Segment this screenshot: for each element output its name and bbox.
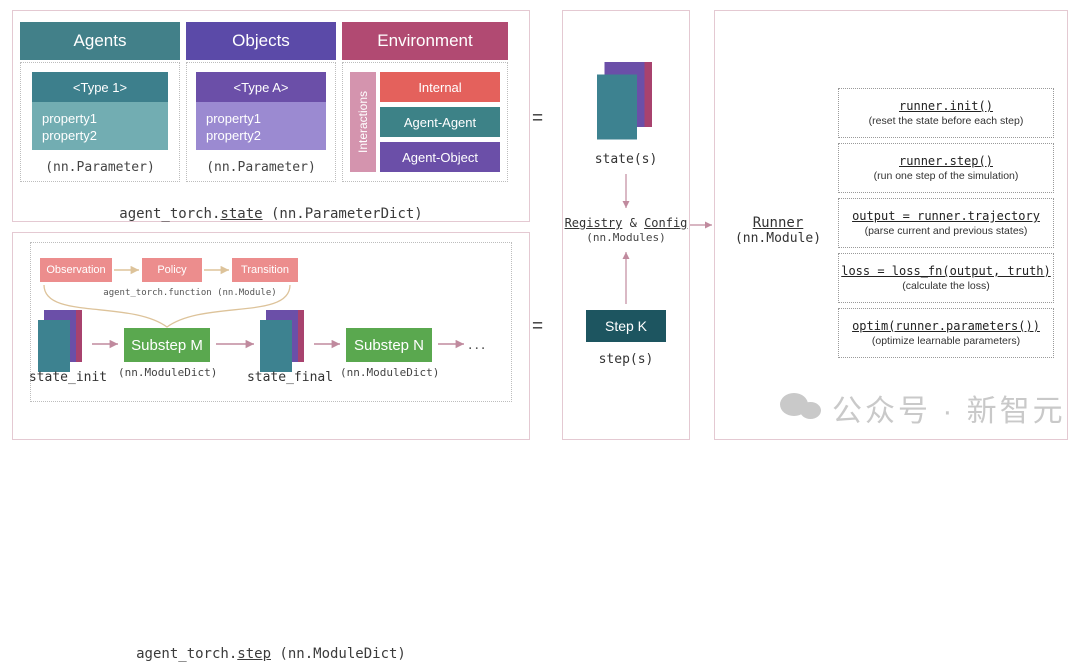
runner-subtitle: (nn.Module) xyxy=(734,231,822,246)
agents-type-header: <Type 1> xyxy=(32,72,168,102)
runner-box-step-title: runner.step() xyxy=(899,154,993,168)
agents-column-region xyxy=(20,62,180,182)
interaction-agent-agent: Agent-Agent xyxy=(380,107,500,137)
step-inner-region xyxy=(30,242,512,402)
runner-box-loss-title: loss = loss_fn(output, truth) xyxy=(841,264,1051,278)
runner-box-optim-title: optim(runner.parameters()) xyxy=(852,319,1040,333)
step-caption-prefix: agent_torch. xyxy=(136,646,238,662)
state-stack-middle-icon xyxy=(597,62,652,140)
objects-parameter-caption: (nn.Parameter) xyxy=(206,160,316,175)
config-word: Config xyxy=(644,216,688,230)
substep-n-box: Substep N xyxy=(346,328,432,362)
equals-sign-bottom: = xyxy=(532,316,544,337)
agents-type-properties: property1 property2 xyxy=(32,102,168,150)
registry-amp: & xyxy=(622,216,645,230)
runner-label: Runner (nn.Module) xyxy=(726,214,830,246)
state-init-label: state_init xyxy=(28,370,108,385)
agents-parameter-caption: (nn.Parameter) xyxy=(45,160,155,175)
runner-box-loss[interactable]: loss = loss_fn(output, truth) (calculate… xyxy=(838,253,1054,303)
runner-box-init-desc: (reset the state before each step) xyxy=(868,115,1024,127)
objects-column-region xyxy=(186,62,336,182)
substep-n-caption: (nn.ModuleDict) xyxy=(340,366,440,379)
registry-word: Registry xyxy=(564,216,623,230)
state-stack-final-icon xyxy=(260,310,304,372)
step-caption-suffix: (nn.ModuleDict) xyxy=(271,646,406,662)
environment-column-region xyxy=(342,62,508,182)
column-header-objects: Objects xyxy=(186,22,336,60)
step-k-box: Step K xyxy=(586,310,666,342)
state-stack-init-icon xyxy=(38,310,82,372)
interaction-internal: Internal xyxy=(380,72,500,102)
runner-box-optim-desc: (optimize learnable parameters) xyxy=(871,335,1021,347)
interaction-agent-object: Agent-Object xyxy=(380,142,500,172)
state-caption-suffix: (nn.ParameterDict) xyxy=(262,206,423,222)
state-final-label: state_final xyxy=(246,370,334,385)
wechat-icon xyxy=(780,393,824,423)
registry-config-label: Registry & Config xyxy=(562,216,690,230)
runner-title: Runner xyxy=(752,215,804,231)
state-caption-prefix: agent_torch. xyxy=(119,206,221,222)
states-caption: state(s) xyxy=(594,152,658,167)
function-box-observation: Observation xyxy=(40,258,112,282)
equals-sign-top: = xyxy=(532,108,544,129)
substep-m-caption: (nn.ModuleDict) xyxy=(118,366,218,379)
watermark: 公众号 · 新智元 xyxy=(780,386,1066,430)
column-header-agents: Agents xyxy=(20,22,180,60)
runner-box-trajectory-desc: (parse current and previous states) xyxy=(864,225,1028,237)
runner-box-step-desc: (run one step of the simulation) xyxy=(873,170,1019,182)
runner-box-loss-desc: (calculate the loss) xyxy=(902,280,990,292)
runner-box-step[interactable]: runner.step() (run one step of the simul… xyxy=(838,143,1054,193)
interactions-label: Interactions xyxy=(350,72,376,172)
state-panel-caption: agent_torch.state (nn.ParameterDict) xyxy=(13,205,529,222)
step-ellipsis: ... xyxy=(468,336,488,353)
function-box-transition: Transition xyxy=(232,258,298,282)
function-box-policy: Policy xyxy=(142,258,202,282)
function-caption: agent_torch.function (nn.Module) xyxy=(103,288,277,298)
runner-box-optim[interactable]: optim(runner.parameters()) (optimize lea… xyxy=(838,308,1054,358)
steps-caption: step(s) xyxy=(598,352,654,367)
runner-box-trajectory-title: output = runner.trajectory xyxy=(852,209,1040,223)
watermark-text: 公众号 · 新智元 xyxy=(832,395,1066,428)
substep-m-box: Substep M xyxy=(124,328,210,362)
state-caption-keyword: state xyxy=(220,206,263,222)
runner-box-init[interactable]: runner.init() (reset the state before ea… xyxy=(838,88,1054,138)
objects-type-properties: property1 property2 xyxy=(196,102,326,150)
runner-box-trajectory[interactable]: output = runner.trajectory (parse curren… xyxy=(838,198,1054,248)
step-panel-caption: agent_torch.step (nn.ModuleDict) xyxy=(13,645,529,662)
runner-box-init-title: runner.init() xyxy=(899,99,993,113)
column-header-environment: Environment xyxy=(342,22,508,60)
objects-type-header: <Type A> xyxy=(196,72,326,102)
step-caption-keyword: step xyxy=(237,646,271,662)
registry-sub-caption: (nn.Modules) xyxy=(586,231,666,244)
